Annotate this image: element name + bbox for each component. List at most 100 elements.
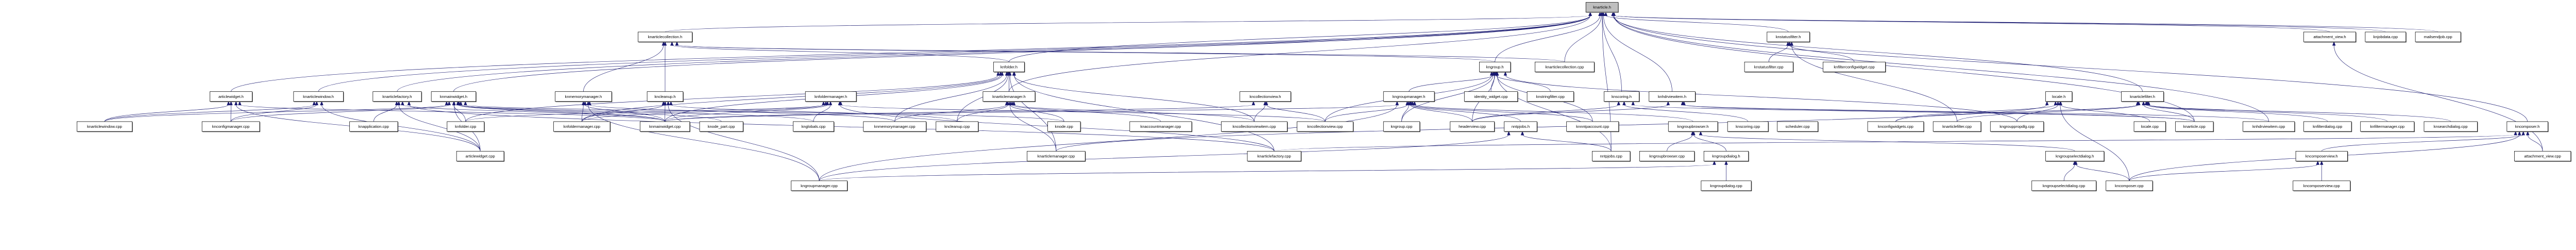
graph-node-knarticlefactory-h[interactable]: knarticlefactory.h bbox=[372, 91, 422, 102]
graph-node-headerview-cpp[interactable]: headerview.cpp bbox=[1450, 121, 1495, 132]
graph-node-knfilterdialog-cpp[interactable]: knfilterdialog.cpp bbox=[2303, 121, 2352, 132]
graph-node-kngroupbrowser-cpp[interactable]: kngroupbrowser.cpp bbox=[1639, 151, 1695, 162]
graph-node-nntpjobs-cpp[interactable]: nntpjobs.cpp bbox=[1592, 151, 1631, 162]
graph-node-kngroupdialog-cpp[interactable]: kngroupdialog.cpp bbox=[1701, 180, 1752, 192]
graph-node-knarticlemanager-cpp[interactable]: knarticlemanager.cpp bbox=[1027, 151, 1086, 162]
dependency-edge bbox=[1009, 104, 1057, 152]
graph-node-kngroupmanager-h[interactable]: kngroupmanager.h bbox=[1383, 91, 1435, 102]
node-box bbox=[2121, 91, 2164, 102]
graph-node-knarticlefilter-cpp[interactable]: knarticlefilter.cpp bbox=[1933, 121, 1982, 132]
graph-node-kngroup-h[interactable]: kngroup.h bbox=[1479, 61, 1512, 73]
graph-node-knnntpaccount-cpp[interactable]: knnntpaccount.cpp bbox=[1566, 121, 1619, 132]
node-box bbox=[982, 91, 1036, 102]
graph-node-knfilterconfigwidget-cpp[interactable]: knfilterconfigwidget.cpp bbox=[1823, 61, 1886, 73]
graph-node-knarticlemanager-h[interactable]: knarticlemanager.h bbox=[982, 91, 1036, 102]
graph-node-kngroupdialog-h[interactable]: kngroupdialog.h bbox=[1703, 151, 1749, 162]
graph-node-knarticlecollection-cpp[interactable]: knarticlecollection.cpp bbox=[1535, 61, 1595, 73]
dependency-edge bbox=[1682, 104, 2195, 122]
arrowhead-icon bbox=[1507, 130, 1511, 136]
graph-node-kncollectionview-cpp[interactable]: kncollectionview.cpp bbox=[1297, 121, 1354, 132]
graph-node-knaccountmanager-cpp[interactable]: knaccountmanager.cpp bbox=[1129, 121, 1193, 132]
graph-node-articlewidget-cpp[interactable]: articlewidget.cpp bbox=[456, 151, 505, 162]
node-label: kncollectionview.h bbox=[1249, 94, 1281, 99]
graph-node-knhdrviewitem-cpp[interactable]: knhdrviewitem.cpp bbox=[2243, 121, 2295, 132]
node-label: knconfigmanager.cpp bbox=[212, 124, 250, 129]
dependency-edge bbox=[397, 15, 1590, 92]
graph-node-kncomposerview-h[interactable]: kncomposerview.h bbox=[2295, 151, 2348, 162]
node-label: knscoring.cpp bbox=[1736, 124, 1760, 129]
graph-node-knarticlefactory-cpp[interactable]: knarticlefactory.cpp bbox=[1247, 151, 1302, 162]
graph-node-attachment-view-h[interactable]: attachment_view.h bbox=[2303, 31, 2357, 43]
graph-node-kngroupmanager-cpp[interactable]: kngroupmanager.cpp bbox=[791, 180, 848, 192]
arrowhead-icon bbox=[1588, 11, 1592, 16]
graph-node-knfiltermanager-cpp[interactable]: knfiltermanager.cpp bbox=[2360, 121, 2415, 132]
node-box bbox=[1867, 121, 1924, 132]
graph-node-scheduler-cpp[interactable]: scheduler.cpp bbox=[1777, 121, 1819, 132]
graph-node-knscoring-h[interactable]: knscoring.h bbox=[1604, 91, 1640, 102]
graph-node-knstatusfilter-cpp[interactable]: knstatusfilter.cpp bbox=[1744, 61, 1794, 73]
graph-node-knmainwidget-h[interactable]: knmainwidget.h bbox=[431, 91, 477, 102]
arrowhead-icon bbox=[464, 101, 467, 106]
graph-node-knconfigwidgets-cpp[interactable]: knconfigwidgets.cpp bbox=[1867, 121, 1924, 132]
graph-node-locale-cpp[interactable]: locale.cpp bbox=[2133, 121, 2166, 132]
node-label: knarticlemanager.h bbox=[992, 94, 1026, 99]
graph-node-knarticlewindow-cpp[interactable]: knarticlewindow.cpp bbox=[76, 121, 133, 132]
arrowhead-icon bbox=[1612, 11, 1616, 16]
graph-node-kngroupselectdialog-h[interactable]: kngroupselectdialog.h bbox=[2045, 151, 2105, 162]
node-label: kncomposer.h bbox=[2515, 124, 2540, 129]
graph-node-kngroup-cpp[interactable]: kngroup.cpp bbox=[1383, 121, 1420, 132]
graph-node-knarticle-h[interactable]: knarticle.h bbox=[1585, 2, 1619, 13]
graph-node-knfolder-h[interactable]: knfolder.h bbox=[993, 61, 1025, 73]
graph-node-knjobdata-cpp[interactable]: knjobdata.cpp bbox=[2365, 31, 2406, 43]
graph-node-kngroupbrowser-h[interactable]: kngroupbrowser.h bbox=[1668, 121, 1719, 132]
dependency-edge bbox=[1409, 75, 1494, 92]
graph-node-kncollectionviewitem-cpp[interactable]: kncollectionviewitem.cpp bbox=[1221, 121, 1288, 132]
node-box bbox=[372, 91, 422, 102]
graph-node-knode-part-cpp[interactable]: knode_part.cpp bbox=[699, 121, 744, 132]
graph-node-knfoldermanager-h[interactable]: knfoldermanager.h bbox=[805, 91, 857, 102]
node-box bbox=[2424, 121, 2478, 132]
graph-node-knsearchdialog-cpp[interactable]: knsearchdialog.cpp bbox=[2424, 121, 2478, 132]
graph-node-knarticlefilter-h[interactable]: knarticlefilter.h bbox=[2121, 91, 2164, 102]
graph-node-kncollectionview-h[interactable]: kncollectionview.h bbox=[1240, 91, 1292, 102]
graph-node-knarticle-cpp[interactable]: knarticle.cpp bbox=[2175, 121, 2214, 132]
node-label: knfoldermanager.h bbox=[815, 94, 847, 99]
graph-node-knscoring-cpp[interactable]: knscoring.cpp bbox=[1727, 121, 1769, 132]
graph-node-knconfigmanager-cpp[interactable]: knconfigmanager.cpp bbox=[201, 121, 261, 132]
node-box bbox=[2365, 31, 2406, 42]
graph-node-knstatusfilter-h[interactable]: knstatusfilter.h bbox=[1767, 31, 1810, 43]
graph-node-knmainwidget-cpp[interactable]: knmainwidget.cpp bbox=[639, 121, 690, 132]
graph-node-kncomposer-h[interactable]: kncomposer.h bbox=[2506, 121, 2549, 132]
node-box bbox=[1585, 2, 1619, 13]
graph-node-knarticlecollection-h[interactable]: knarticlecollection.h bbox=[638, 31, 693, 43]
graph-node-kncomposerview-cpp[interactable]: kncomposerview.cpp bbox=[2293, 180, 2351, 192]
graph-node-knhdrviewitem-h[interactable]: knhdrviewitem.h bbox=[1649, 91, 1696, 102]
graph-node-knode-cpp[interactable]: knode.cpp bbox=[1047, 121, 1081, 132]
graph-node-knfolder-cpp[interactable]: knfolder.cpp bbox=[447, 121, 485, 132]
graph-node-knglobals-cpp[interactable]: knglobals.cpp bbox=[793, 121, 835, 132]
graph-node-kncomposer-cpp[interactable]: kncomposer.cpp bbox=[2106, 180, 2154, 192]
node-box bbox=[447, 121, 485, 132]
graph-node-mailsendjob-cpp[interactable]: mailsendjob.cpp bbox=[2415, 31, 2462, 43]
node-label: nntpjobs.h bbox=[1512, 124, 1530, 129]
graph-node-kngroupselectdialog-cpp[interactable]: kngroupselectdialog.cpp bbox=[2031, 180, 2097, 192]
arrowhead-icon bbox=[1622, 101, 1626, 106]
graph-node-locale-h[interactable]: locale.h bbox=[2045, 91, 2073, 102]
graph-node-knfoldermanager-cpp[interactable]: knfoldermanager.cpp bbox=[553, 121, 611, 132]
graph-node-knapplication-cpp[interactable]: knapplication.cpp bbox=[349, 121, 399, 132]
graph-node-articlewidget-h[interactable]: articlewidget.h bbox=[210, 91, 253, 102]
node-box bbox=[1823, 61, 1886, 72]
node-label: knfolder.h bbox=[1001, 64, 1018, 69]
graph-node-kncleanup-h[interactable]: kncleanup.h bbox=[647, 91, 684, 102]
graph-node-knstringfilter-cpp[interactable]: knstringfilter.cpp bbox=[1527, 91, 1574, 102]
graph-node-kngrouppropdlg-cpp[interactable]: kngrouppropdlg.cpp bbox=[1990, 121, 2044, 132]
graph-node-knarticlewindow-h[interactable]: knarticlewindow.h bbox=[293, 91, 344, 102]
graph-node-attachment-view-cpp[interactable]: attachment_view.cpp bbox=[2514, 151, 2572, 162]
arrowhead-icon bbox=[1012, 71, 1016, 76]
node-box bbox=[1383, 91, 1435, 102]
graph-node-identity-widget-cpp[interactable]: identity_widget.cpp bbox=[1464, 91, 1518, 102]
graph-node-knmemorymanager-h[interactable]: knmemorymanager.h bbox=[555, 91, 613, 102]
graph-node-nntpjobs-h[interactable]: nntpjobs.h bbox=[1504, 121, 1538, 132]
graph-node-knmemorymanager-cpp[interactable]: knmemorymanager.cpp bbox=[863, 121, 927, 132]
graph-node-kncleanup-cpp[interactable]: kncleanup.cpp bbox=[936, 121, 979, 132]
